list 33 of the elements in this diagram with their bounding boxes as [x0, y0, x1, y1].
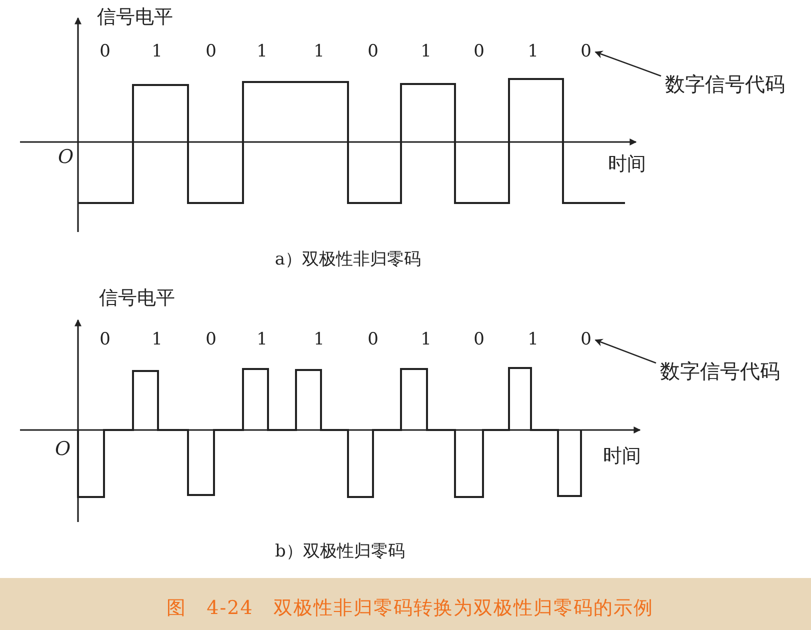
- bit-value: 0: [580, 332, 592, 348]
- bit-value: 0: [580, 44, 592, 60]
- bit-value: 0: [206, 332, 216, 348]
- leader-arrow: [594, 338, 656, 364]
- bit-value: 0: [474, 44, 484, 60]
- origin-label: O: [55, 440, 71, 459]
- code-label: 数字信号代码: [660, 361, 780, 381]
- axis-label: 信号电平: [97, 8, 173, 27]
- bit-value: 1: [152, 44, 162, 60]
- bit-value: 1: [152, 332, 162, 348]
- axis-label: 信号电平: [99, 289, 175, 308]
- bit-value: 1: [528, 332, 538, 348]
- figure-caption: 图 4-24 双极性非归零码转换为双极性归零码的示例: [166, 599, 654, 618]
- bit-value: 1: [420, 332, 432, 348]
- bit-value: 0: [368, 44, 378, 60]
- axis-label: 时间: [608, 155, 646, 174]
- code-label: 数字信号代码: [665, 74, 785, 94]
- bit-value: 1: [256, 332, 268, 348]
- bit-value: 0: [206, 44, 216, 60]
- bit-value: 0: [474, 332, 484, 348]
- bit-value: 0: [100, 332, 110, 348]
- panel-caption: b）双极性归零码: [275, 544, 405, 560]
- origin-label: O: [58, 148, 74, 167]
- bit-value: 0: [368, 332, 378, 348]
- leader-arrow: [594, 50, 662, 77]
- bit-value: 1: [528, 44, 538, 60]
- bit-value: 0: [100, 44, 110, 60]
- bit-value: 1: [314, 44, 324, 60]
- bit-value: 1: [420, 44, 432, 60]
- axis-label: 时间: [603, 447, 641, 466]
- panel-caption: a）双极性非归零码: [274, 252, 422, 268]
- bit-value: 1: [256, 44, 268, 60]
- bit-value: 1: [314, 332, 324, 348]
